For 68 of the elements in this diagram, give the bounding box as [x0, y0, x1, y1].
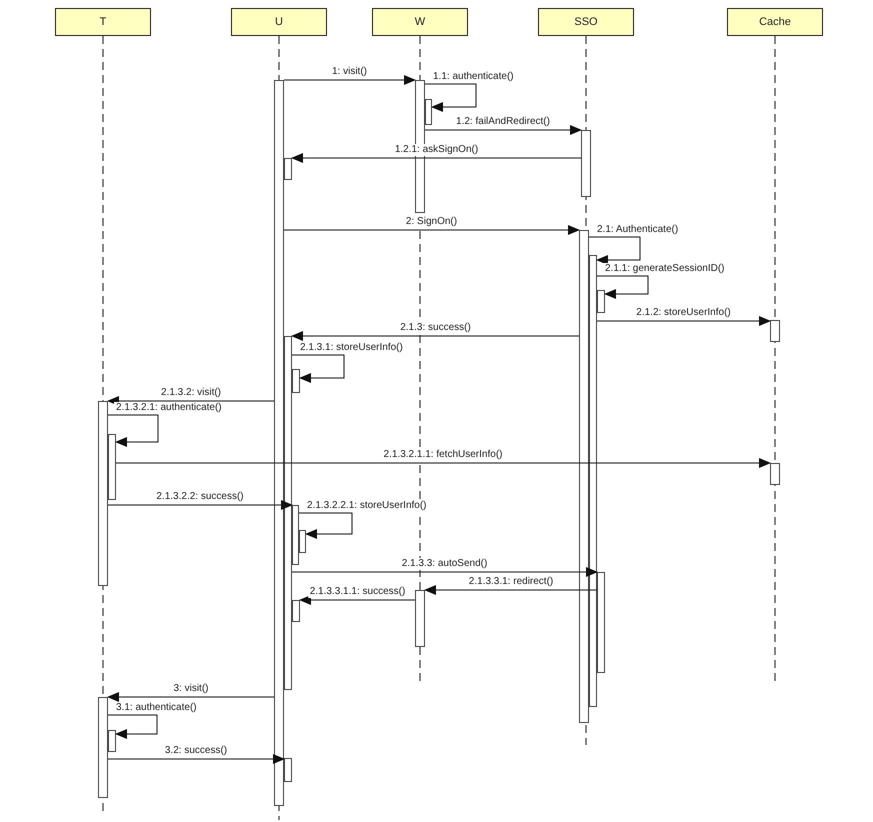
- activation-bar: [597, 290, 605, 313]
- activation-bar: [299, 530, 306, 553]
- activation-bar: [770, 463, 780, 485]
- lifeline-header: SSO: [538, 8, 634, 36]
- message-label: 2.1.1: generateSessionID(): [603, 263, 727, 275]
- message-label: 2.1.3.2.2: success(): [154, 491, 246, 503]
- message-label: 1.1: authenticate(): [431, 71, 516, 83]
- message-arrow: [291, 331, 580, 341]
- lifeline-header: T: [55, 8, 151, 36]
- activation-bar: [292, 369, 300, 393]
- message-label: 3.2: success(): [162, 745, 230, 757]
- lifeline-header: W: [372, 8, 468, 36]
- message-arrow: [116, 458, 771, 468]
- message-label: 2.1.3.3.1.1: success(): [308, 586, 408, 598]
- message-arrow: [108, 714, 158, 739]
- message-arrow: [596, 316, 771, 326]
- activation-bar: [98, 401, 108, 586]
- activation-bar: [589, 255, 597, 707]
- activation-bar: [98, 697, 108, 798]
- message-label: 2: SignOn(): [404, 216, 460, 228]
- message-label: 2.1.3.2.1: authenticate(): [114, 402, 224, 414]
- message-arrow: [291, 153, 582, 163]
- message-arrow: [596, 276, 648, 299]
- message-arrow: [292, 567, 598, 577]
- activation-bar: [284, 336, 292, 690]
- activation-bar: [415, 590, 425, 647]
- activation-bar: [284, 758, 292, 782]
- message-arrow: [588, 236, 640, 265]
- activation-bar: [284, 158, 292, 180]
- message-label: 2.1.3.2.1.1: fetchUserInfo(): [382, 449, 504, 461]
- message-arrow: [424, 125, 582, 135]
- message-arrow: [108, 754, 285, 764]
- activation-bar: [292, 505, 299, 565]
- message-arrow: [292, 354, 344, 383]
- activation-bar: [425, 99, 432, 125]
- activation-bar: [274, 80, 284, 806]
- message-arrow: [284, 75, 416, 85]
- activation-bar: [597, 572, 605, 673]
- message-label: 2.1.2: storeUserInfo(): [634, 307, 733, 319]
- message-label: 2.1.3.2: visit(): [158, 387, 224, 399]
- message-arrow: [284, 225, 580, 235]
- activation-bar: [770, 320, 780, 342]
- message-label: 2.1.3.2.2.1: storeUserInfo(): [305, 500, 429, 512]
- activation-bar: [581, 130, 591, 197]
- message-label: 2.1.3.3.1: redirect(): [466, 576, 556, 588]
- message-label: 2.1.3.1: storeUserInfo(): [298, 342, 405, 354]
- activation-bar: [108, 730, 116, 752]
- message-arrow: [424, 585, 598, 595]
- message-arrow: [108, 414, 158, 447]
- message-arrow: [108, 500, 293, 510]
- message-label: 1.2.1: askSignOn(): [392, 144, 480, 156]
- message-arrow: [299, 595, 416, 605]
- message-arrow: [424, 84, 476, 112]
- activation-bar: [579, 230, 589, 723]
- activation-bar: [108, 434, 116, 500]
- message-label: 2.1.3.3: autoSend(): [400, 558, 490, 570]
- message-arrow: [107, 396, 274, 406]
- message-label: 1: visit(): [330, 66, 369, 78]
- message-label: 2.1: Authenticate(): [595, 224, 680, 236]
- message-label: 3.1: authenticate(): [114, 702, 199, 714]
- lifeline-header: Cache: [727, 8, 823, 36]
- message-arrow: [298, 512, 352, 539]
- lifeline-header: U: [231, 8, 327, 36]
- message-label: 3: visit(): [172, 683, 210, 695]
- message-label: 1.2: failAndRedirect(): [454, 116, 552, 128]
- activation-bar: [292, 600, 300, 622]
- message-arrow: [107, 692, 274, 702]
- message-label: 2.1.3: success(): [398, 322, 473, 334]
